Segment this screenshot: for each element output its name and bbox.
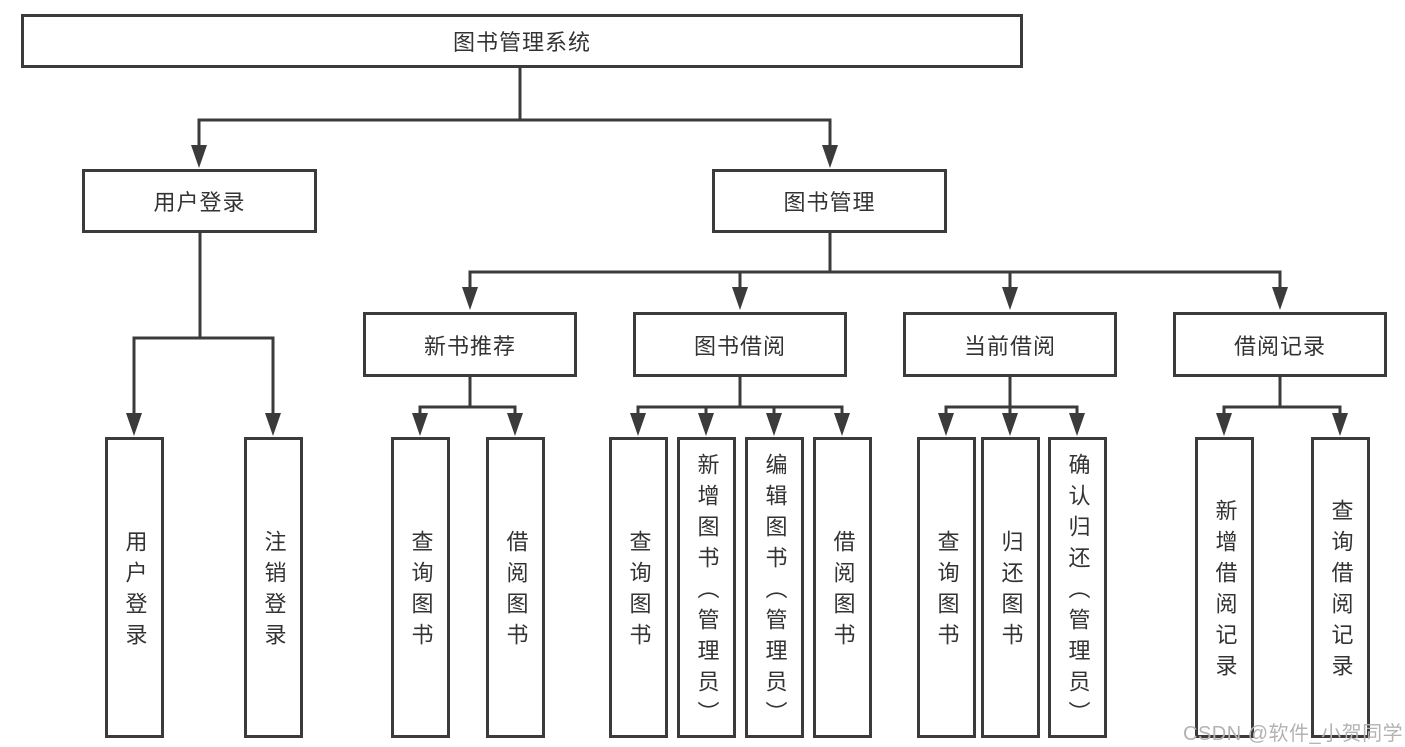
leaf-label: 查询借阅记录 <box>1328 499 1354 685</box>
node-label: 当前借阅 <box>963 333 1056 359</box>
node-root-label: 图书管理系统 <box>452 30 591 55</box>
node-label: 图书管理 <box>783 190 876 215</box>
leaf-logout: 注销登录 <box>244 437 303 738</box>
edge-borrow-rail <box>636 405 844 414</box>
leaf-return-book: 归还图书 <box>981 437 1040 738</box>
leaf-label: 查询图书 <box>408 530 434 654</box>
arrowhead-icon <box>766 413 782 436</box>
arrowhead-icon <box>1069 413 1085 436</box>
watermark: CSDN @软件_小贺同学 <box>1183 723 1404 745</box>
leaf-query-books-current: 查询图书 <box>917 437 976 738</box>
arrowhead-icon <box>462 287 478 310</box>
edge-records-rail <box>1222 405 1342 414</box>
node-new-book-recommend: 新书推荐 <box>363 312 577 377</box>
node-book-borrow: 图书借阅 <box>633 312 847 377</box>
arrowhead-icon <box>938 413 954 436</box>
leaf-query-books-newbook: 查询图书 <box>391 437 450 738</box>
arrowhead-icon <box>191 145 207 168</box>
leaf-label: 查询图书 <box>626 530 652 654</box>
leaf-edit-book-admin: 编辑图书（管理员） <box>745 437 804 738</box>
arrowhead-icon <box>126 413 142 436</box>
node-current-borrow: 当前借阅 <box>903 312 1117 377</box>
node-root: 图书管理系统 <box>21 14 1023 68</box>
edge-newbook-rail <box>418 405 517 414</box>
leaf-label: 归还图书 <box>998 530 1024 654</box>
arrowhead-icon <box>1002 413 1018 436</box>
arrowhead-icon <box>834 413 850 436</box>
node-borrow-records: 借阅记录 <box>1173 312 1387 377</box>
leaf-label: 注销登录 <box>261 530 287 654</box>
leaf-label: 新增图书（管理员） <box>694 452 720 732</box>
arrowhead-icon <box>1002 287 1018 310</box>
arrowhead-icon <box>1332 413 1348 436</box>
leaf-label: 用户登录 <box>122 530 148 654</box>
arrowhead-icon <box>265 413 281 436</box>
edge-level2-rail <box>197 118 832 146</box>
leaf-user-login: 用户登录 <box>105 437 164 738</box>
leaf-label: 新增借阅记录 <box>1212 499 1238 685</box>
leaf-query-books-borrow: 查询图书 <box>609 437 668 738</box>
arrowhead-icon <box>630 413 646 436</box>
leaf-add-book-admin: 新增图书（管理员） <box>677 437 736 738</box>
leaf-query-borrow-record: 查询借阅记录 <box>1311 437 1370 738</box>
node-user-login: 用户登录 <box>82 169 317 233</box>
arrowhead-icon <box>412 413 428 436</box>
leaf-borrow-books-borrow: 借阅图书 <box>813 437 872 738</box>
node-label: 图书借阅 <box>693 333 786 359</box>
arrowhead-icon <box>732 287 748 310</box>
node-label: 新书推荐 <box>423 333 516 359</box>
node-label: 用户登录 <box>153 190 246 215</box>
arrowhead-icon <box>507 413 523 436</box>
arrowhead-icon <box>822 145 838 168</box>
arrowhead-icon <box>1272 287 1288 310</box>
leaf-add-borrow-record: 新增借阅记录 <box>1195 437 1254 738</box>
arrowhead-icon <box>698 413 714 436</box>
leaf-confirm-return-admin: 确认归还（管理员） <box>1048 437 1107 738</box>
edge-level3-rail <box>468 270 1282 289</box>
edge-userlogin-rail <box>132 336 275 414</box>
arrowhead-icon <box>1216 413 1232 436</box>
leaf-label: 查询图书 <box>934 530 960 654</box>
leaf-label: 借阅图书 <box>830 530 856 654</box>
leaf-label: 借阅图书 <box>503 530 529 654</box>
leaf-label: 确认归还（管理员） <box>1065 452 1091 732</box>
leaf-label: 编辑图书（管理员） <box>762 452 788 732</box>
node-book-management: 图书管理 <box>712 169 947 233</box>
node-label: 借阅记录 <box>1233 333 1326 359</box>
leaf-borrow-books-newbook: 借阅图书 <box>486 437 545 738</box>
